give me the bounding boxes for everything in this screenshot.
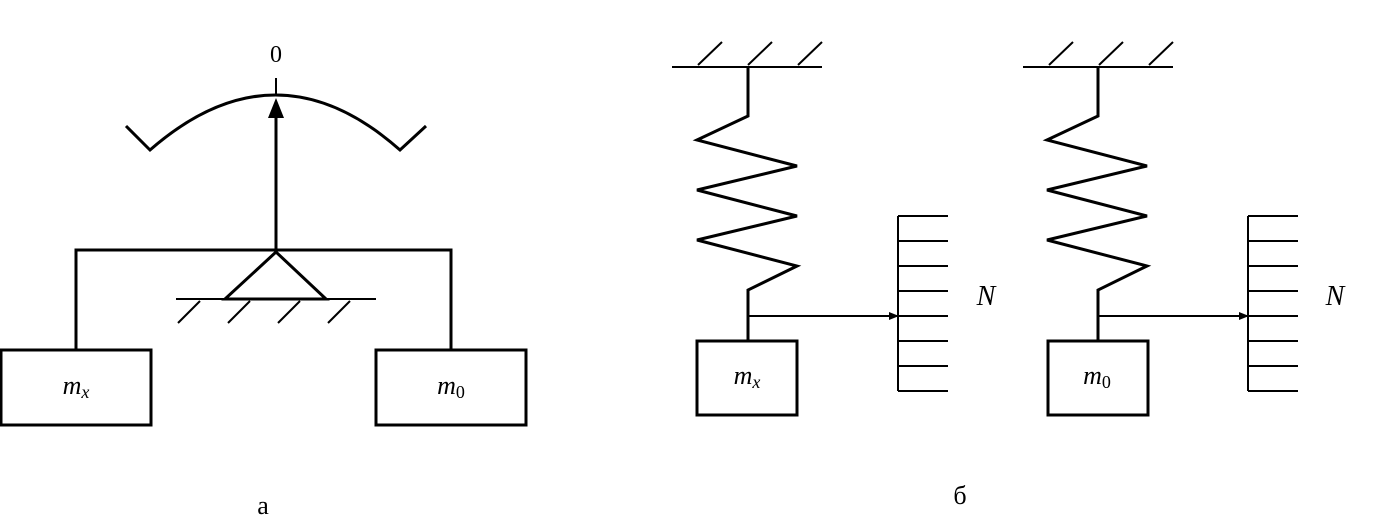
reference-mass-label: m0 (1083, 361, 1111, 392)
scale-label-n: N (976, 281, 997, 312)
spring-scale-right: m0 N (1023, 41, 1346, 417)
support-hatching (177, 300, 351, 324)
spring-scale-left: mx N (672, 41, 997, 417)
spring (1042, 67, 1152, 341)
reference-mass-box (1046, 339, 1150, 417)
fulcrum-triangle (221, 249, 330, 301)
unknown-mass-label: mx (734, 361, 761, 392)
graduated-scale (897, 215, 948, 392)
ceiling-hatching (697, 41, 823, 66)
scale-arc (124, 93, 428, 153)
reference-mass-box (374, 348, 528, 427)
panel-a-caption: а (257, 491, 269, 520)
scale-zero-label: 0 (270, 42, 282, 68)
panel-b-caption: б (953, 481, 966, 510)
reference-mass-label: m0 (437, 371, 465, 402)
scale-label-n: N (1325, 281, 1346, 312)
unknown-mass-box (695, 339, 799, 417)
spring (692, 67, 802, 341)
unknown-mass-label: mx (63, 371, 90, 402)
panel-a-balance: 0 mx m0 а (0, 42, 528, 520)
balance-beam (74, 248, 453, 350)
pointer-arrowhead (268, 98, 284, 118)
ceiling-hatching (1048, 41, 1174, 66)
graduated-scale (1247, 215, 1298, 392)
unknown-mass-box (0, 348, 153, 427)
